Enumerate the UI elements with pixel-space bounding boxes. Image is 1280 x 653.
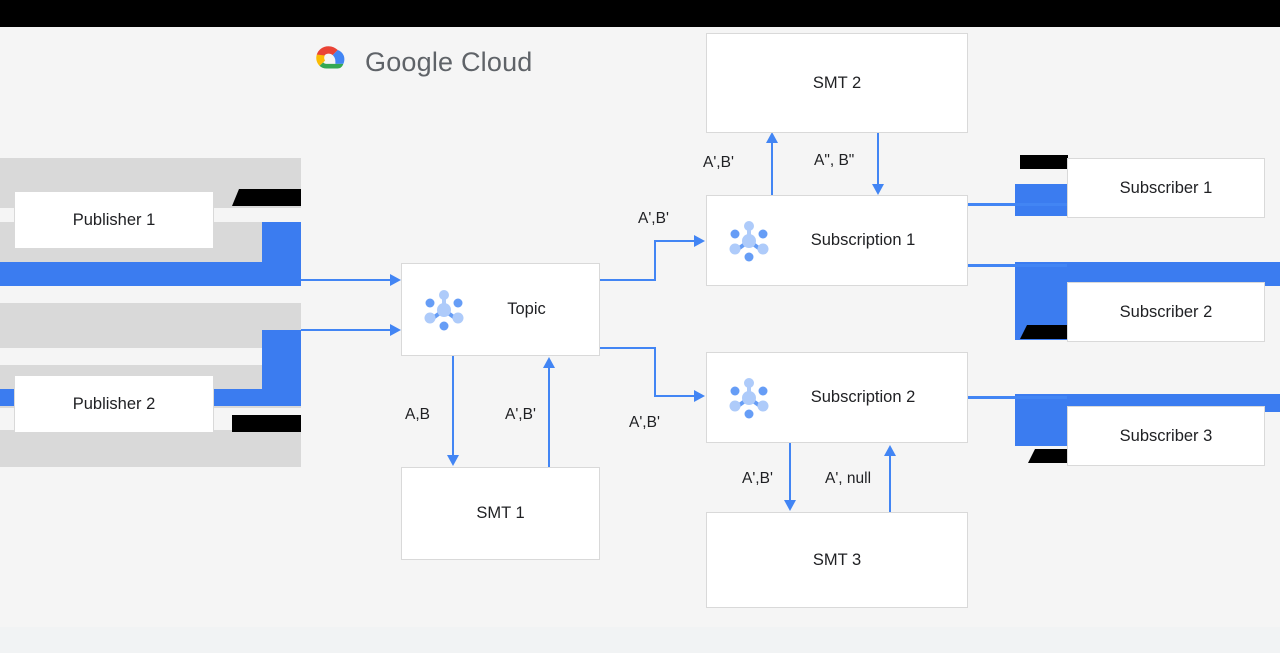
edge-label-topic-to-sub1: A',B' <box>638 210 669 227</box>
node-smt-2-label: SMT 2 <box>812 73 862 92</box>
node-smt-3-label: SMT 3 <box>812 550 862 569</box>
node-smt-1[interactable]: SMT 1 <box>401 467 600 560</box>
google-cloud-logo: Google Cloud <box>305 38 555 86</box>
connector-sub1-to-subscriber2 <box>968 264 1067 267</box>
wordmark-cloud: Cloud <box>460 46 533 77</box>
connector-topic-to-sub1-h1 <box>600 279 656 281</box>
overlay-redaction-bar-right-1 <box>1020 155 1068 169</box>
connector-smt3-to-sub2 <box>889 455 891 512</box>
connector-sub1-to-subscriber1 <box>968 203 1067 206</box>
arrowhead-topic-to-sub2 <box>694 390 705 402</box>
node-topic[interactable]: Topic <box>401 263 600 356</box>
connector-topic-to-smt1 <box>452 356 454 456</box>
node-publisher-1[interactable]: Publisher 1 <box>14 191 214 249</box>
connector-sub2-to-subscriber3 <box>968 396 1067 399</box>
arrowhead-smt3-to-sub2 <box>884 445 896 456</box>
arrowhead-topic-to-smt1 <box>447 455 459 466</box>
arrowhead-smt2-to-sub1 <box>872 184 884 195</box>
connector-publisher1-to-topic <box>301 279 393 281</box>
overlay-blue-bar-left-1 <box>0 262 301 286</box>
overlay-gray-band-5 <box>0 430 301 467</box>
overlay-blue-block-right-1 <box>1015 184 1068 216</box>
node-publisher-2-label: Publisher 2 <box>72 394 156 413</box>
pubsub-icon <box>424 289 464 330</box>
overlay-blue-block-left-1 <box>262 222 301 286</box>
node-smt-3[interactable]: SMT 3 <box>706 512 968 608</box>
edge-label-smt2-to-sub1: A", B" <box>814 152 855 169</box>
overlay-gray-band-3 <box>0 303 301 348</box>
wordmark-google: Google <box>365 46 454 77</box>
page-footer-strip <box>0 627 1280 653</box>
node-topic-label: Topic <box>507 300 546 318</box>
arrowhead-smt1-to-topic <box>543 357 555 368</box>
pubsub-icon <box>729 220 769 261</box>
connector-topic-to-sub1-v <box>654 240 656 281</box>
node-subscriber-2-label: Subscriber 2 <box>1119 302 1213 321</box>
node-subscriber-3-label: Subscriber 3 <box>1119 426 1213 445</box>
top-black-bar <box>0 0 1280 27</box>
node-smt-1-label: SMT 1 <box>476 504 525 522</box>
arrowhead-publisher1-to-topic <box>390 274 401 286</box>
connector-smt2-to-sub1 <box>877 133 879 185</box>
connector-topic-to-sub1-h2 <box>654 240 696 242</box>
overlay-redaction-bar-right-2 <box>1020 325 1068 339</box>
node-subscriber-3[interactable]: Subscriber 3 <box>1067 406 1265 466</box>
edge-label-sub2-to-smt3: A',B' <box>742 470 773 487</box>
node-subscriber-1-label: Subscriber 1 <box>1119 178 1213 197</box>
node-subscriber-2[interactable]: Subscriber 2 <box>1067 282 1265 342</box>
overlay-redaction-bar-left-2 <box>232 415 301 432</box>
node-subscription-2-label: Subscription 2 <box>810 388 916 406</box>
arrowhead-sub1-to-smt2 <box>766 132 778 143</box>
node-subscription-2[interactable]: Subscription 2 <box>706 352 968 443</box>
edge-label-topic-to-sub2: A',B' <box>629 414 660 431</box>
connector-topic-to-sub2-v <box>654 347 656 397</box>
arrowhead-publisher2-to-topic <box>390 324 401 336</box>
edge-label-smt1-to-topic: A',B' <box>505 406 536 423</box>
overlay-redaction-bar-right-3 <box>1028 449 1068 463</box>
arrowhead-sub2-to-smt3 <box>784 500 796 511</box>
overlay-blue-block-left-2 <box>262 330 301 396</box>
connector-smt1-to-topic <box>548 367 550 467</box>
node-smt-2[interactable]: SMT 2 <box>706 33 968 133</box>
connector-publisher2-to-topic <box>301 329 393 331</box>
connector-sub2-to-smt3 <box>789 443 791 501</box>
pubsub-icon <box>729 377 769 418</box>
google-cloud-logo-icon <box>316 46 345 69</box>
arrowhead-topic-to-sub1 <box>694 235 705 247</box>
connector-sub1-to-smt2 <box>771 143 773 195</box>
node-subscriber-1[interactable]: Subscriber 1 <box>1067 158 1265 218</box>
connector-topic-to-sub2-h2 <box>654 395 696 397</box>
overlay-blue-block-right-3 <box>1015 394 1068 446</box>
node-subscription-1-label: Subscription 1 <box>810 231 916 249</box>
node-subscription-1[interactable]: Subscription 1 <box>706 195 968 286</box>
google-cloud-wordmark: Google Cloud <box>365 47 533 78</box>
node-publisher-1-label: Publisher 1 <box>72 210 156 229</box>
node-publisher-2[interactable]: Publisher 2 <box>14 375 214 433</box>
edge-label-sub1-to-smt2: A',B' <box>703 154 734 171</box>
connector-topic-to-sub2-h1 <box>600 347 656 349</box>
overlay-redaction-bar-left-1 <box>232 189 301 206</box>
edge-label-smt3-to-sub2: A', null <box>825 470 872 487</box>
edge-label-topic-to-smt1: A,B <box>405 406 430 423</box>
